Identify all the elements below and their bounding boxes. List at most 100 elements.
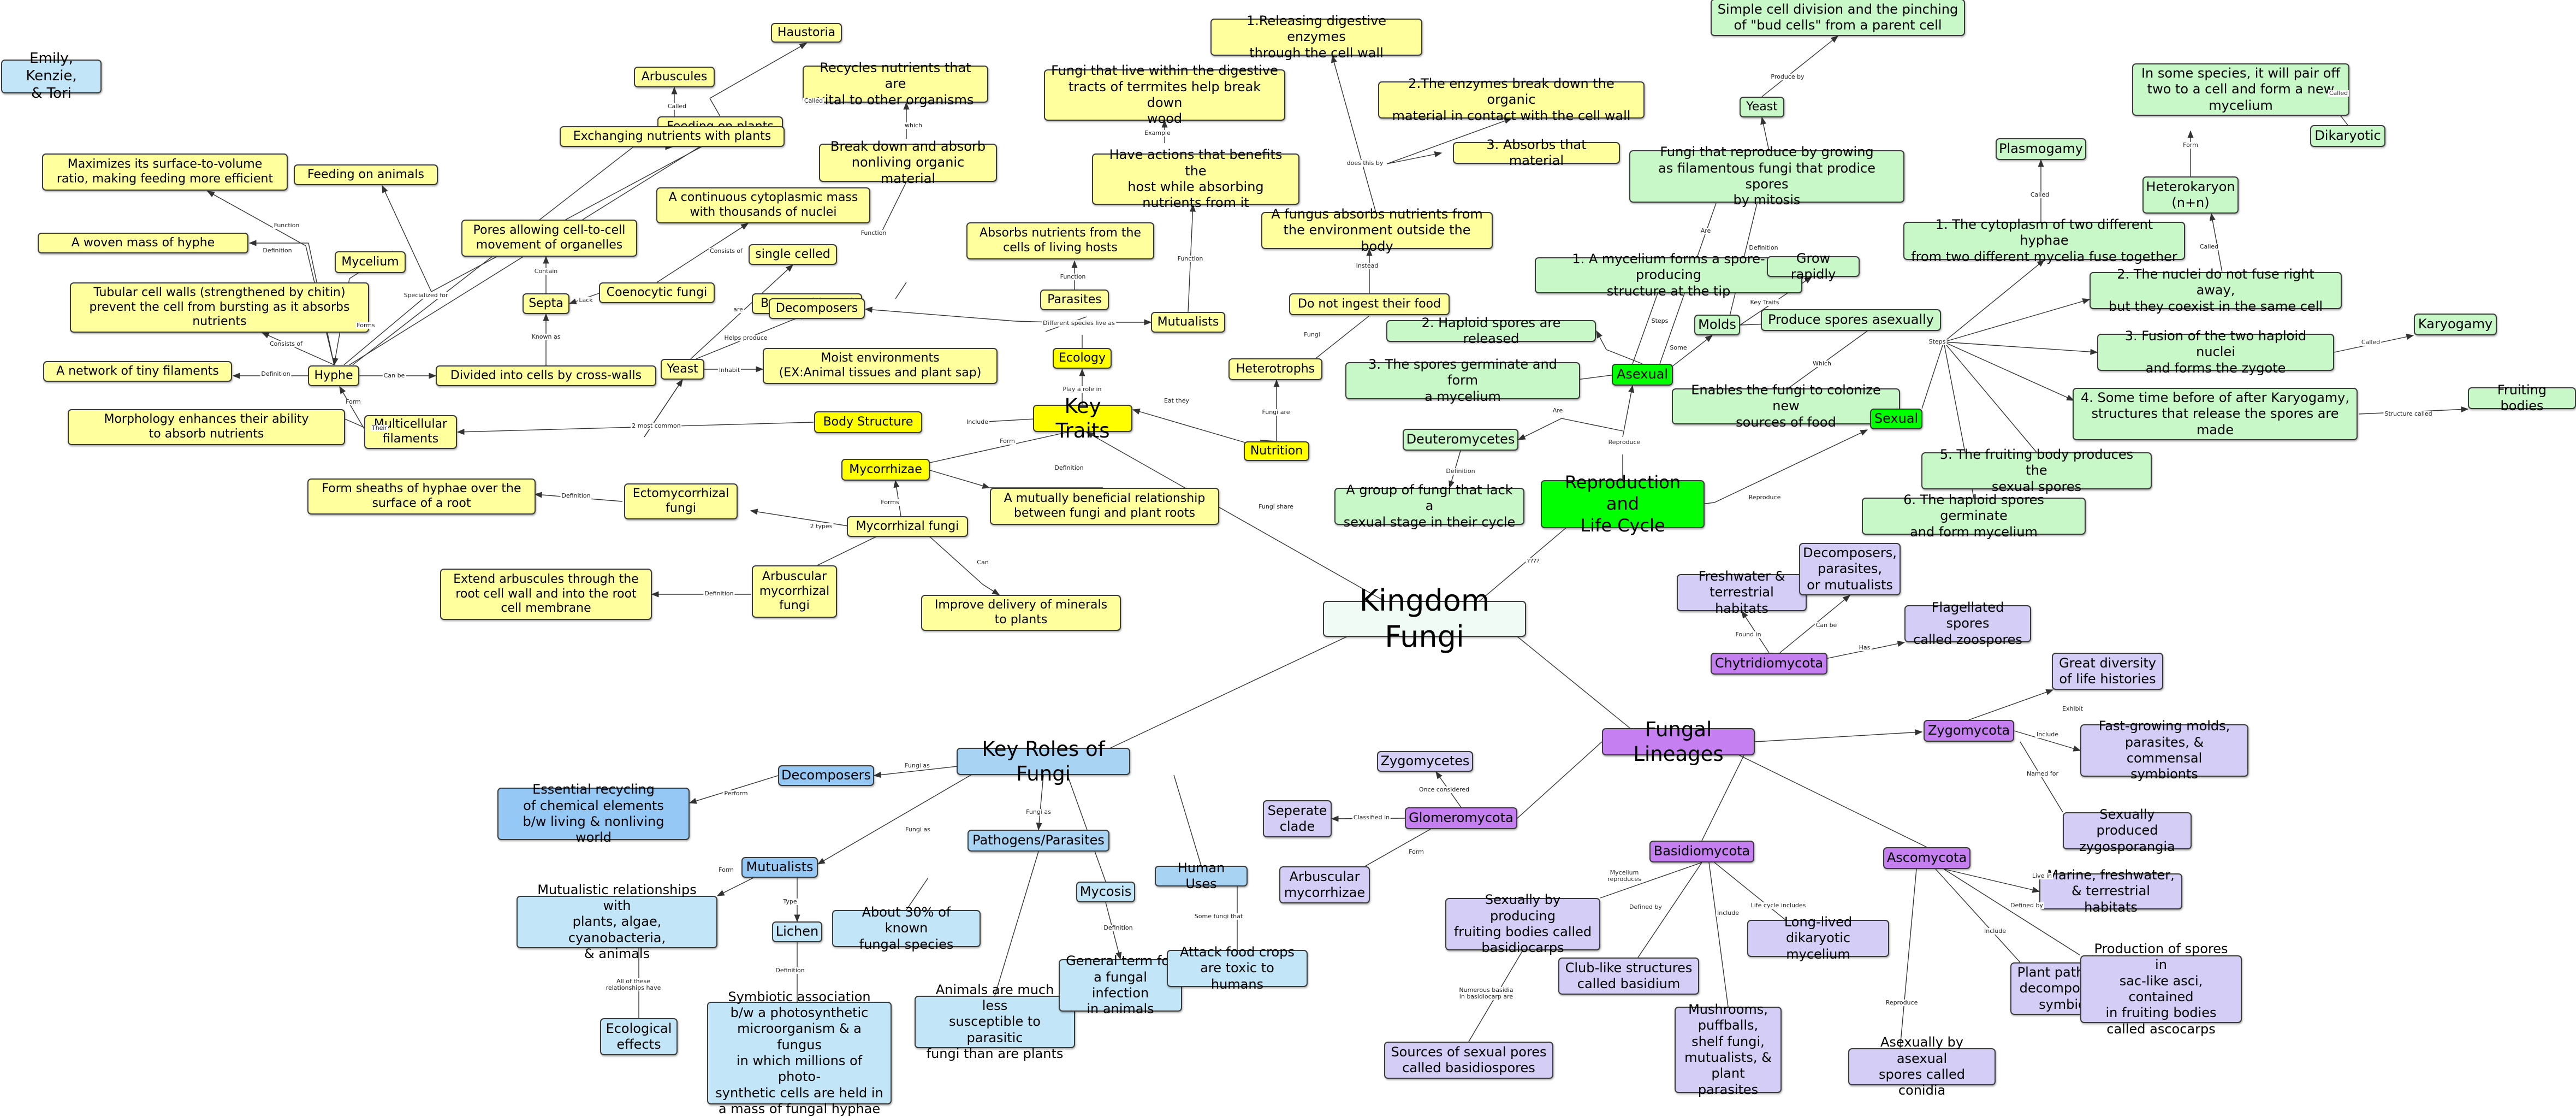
yeast-node: Yeast bbox=[661, 359, 704, 380]
zygomycetes-node: Zygomycetes bbox=[1377, 751, 1473, 772]
edge-label-can: Can bbox=[976, 558, 990, 566]
edge-label-which: which bbox=[903, 121, 924, 129]
edge-label-called: Called bbox=[2029, 191, 2051, 199]
edge-label-definition: Definition bbox=[1102, 924, 1134, 932]
arbuscular-mycorrhizal-node: Arbuscular mycorrhizal fungi bbox=[752, 565, 837, 618]
connector-line bbox=[2014, 730, 2081, 752]
improve-minerals-node: Improve delivery of minerals to plants bbox=[921, 595, 1121, 631]
connector-line bbox=[1517, 741, 1602, 819]
morphology-node: Morphology enhances their ability to abs… bbox=[68, 409, 345, 445]
pores-node: Pores allowing cell-to-cell movement of … bbox=[461, 220, 637, 257]
edge-label-instead: Instead bbox=[1355, 262, 1380, 270]
edge-label-are: Are bbox=[1551, 406, 1564, 415]
mutual-relationship-node: A mutually beneficial relationship betwe… bbox=[990, 488, 1219, 525]
ecological-effects-node: Ecological effects bbox=[600, 1018, 678, 1055]
lichen-node: Lichen bbox=[772, 921, 822, 942]
edge-label-2-types: 2 types bbox=[809, 522, 834, 530]
edge-label-mycelium-reproduces: Mycelium reproduces bbox=[1606, 868, 1642, 883]
edge-label-definition: Definition bbox=[774, 966, 806, 974]
connector-line bbox=[1943, 259, 2045, 342]
connector-line bbox=[1386, 118, 1512, 164]
connector-line bbox=[895, 282, 907, 299]
ascomycota-node: Ascomycota bbox=[1883, 847, 1970, 869]
multicellular-filaments-node: Multicellular filaments bbox=[364, 415, 457, 449]
connector-line bbox=[1173, 775, 1202, 866]
sac-like-asci-node: Production of spores in sac-like asci, c… bbox=[2080, 941, 2242, 1037]
edge-label-forms: Forms bbox=[880, 498, 900, 506]
arbuscular-mycorrhizae-node: Arbuscular mycorrhizae bbox=[1279, 866, 1370, 903]
connector-line bbox=[1067, 775, 1106, 882]
edge-label-consists: Consists of bbox=[268, 340, 304, 348]
connector-line bbox=[880, 181, 907, 235]
filamentous-growth-node: Fungi that reproduce by growing as filam… bbox=[1629, 144, 1904, 208]
recycling-node: Essential recycling of chemical elements… bbox=[497, 782, 690, 845]
septa-node: Septa bbox=[523, 293, 569, 314]
mutualistic-relationships-node: Mutualistic relationships with plants, a… bbox=[517, 882, 717, 961]
connector-line bbox=[688, 775, 779, 804]
absorbs-living-node: Absorbs nutrients from the cells of livi… bbox=[966, 222, 1154, 259]
edge-label-their: Their bbox=[370, 424, 389, 432]
connector-line bbox=[1714, 429, 1868, 503]
connector-line bbox=[339, 386, 366, 432]
pathogens-node: Pathogens/Parasites bbox=[968, 830, 1109, 852]
connector-line bbox=[261, 332, 335, 365]
kingdom-fungi-title: Kingdom Fungi bbox=[1323, 583, 1526, 654]
edge-label-function: Function bbox=[272, 221, 301, 229]
connector-line bbox=[1637, 862, 1702, 958]
releasing-enzymes-node: 1.Releasing digestive enzymes through th… bbox=[1210, 13, 1422, 61]
basidiomycota-node: Basidiomycota bbox=[1649, 841, 1754, 862]
edge-label-reproduce: Reproduce bbox=[1884, 998, 1919, 1007]
edge-label-steps: Steps bbox=[1927, 338, 1947, 346]
connector-line bbox=[893, 480, 901, 517]
edge-label-include: Include bbox=[2035, 730, 2060, 738]
ectomycorrhizal-node: Ectomycorrhizal fungi bbox=[624, 483, 738, 519]
enzymes-break-down-node: 2.The enzymes break down the organic mat… bbox=[1378, 76, 1645, 123]
dikaryotic-node: Dikaryotic bbox=[2310, 125, 2385, 147]
edge-label-specialized: Specialized for bbox=[402, 291, 449, 299]
connector-line bbox=[817, 535, 880, 566]
edge-label-fungi: Fungi bbox=[1303, 330, 1321, 339]
fast-growing-node: Fast-growing molds, parasites, & commens… bbox=[2080, 718, 2248, 782]
freshwater-habitats-node: Freshwater & terrestrial habitats bbox=[1677, 569, 1807, 616]
single-celled-node: single celled bbox=[749, 244, 837, 265]
reproduction-life-cycle-hub: Reproduction and Life Cycle bbox=[1541, 472, 1705, 536]
connector-line bbox=[1386, 151, 1443, 164]
edge-label-consists: Consists of bbox=[708, 247, 744, 255]
plasmogamy-node: Plasmogamy bbox=[1996, 138, 2086, 160]
edge-label-some: Some bbox=[1669, 344, 1688, 352]
connector-line bbox=[928, 469, 990, 489]
connector-line bbox=[1506, 628, 1639, 735]
edge-label-form: Form bbox=[717, 866, 735, 874]
cross-walls-node: Divided into cells by cross-walls bbox=[436, 365, 656, 386]
basidiocarps-node: Sexually by producing fruiting bodies ca… bbox=[1445, 892, 1600, 955]
edge-label-definition: Definition bbox=[260, 370, 292, 378]
key-traits-hub: Key Traits bbox=[1033, 394, 1132, 442]
connector-line bbox=[1943, 341, 2037, 453]
connector-line bbox=[1900, 868, 1917, 1049]
connector-line bbox=[1736, 753, 1927, 848]
connector-line bbox=[431, 137, 721, 292]
mycelium-node: Mycelium bbox=[335, 251, 406, 273]
edge-label-can-be: Can be bbox=[382, 371, 406, 380]
edge-label-produce-by: Produce by bbox=[1770, 73, 1806, 81]
edge-label-life-cycle-includes: Life cycle includes bbox=[1749, 901, 1807, 909]
edge-label-all-relationships: All of these relationships have bbox=[604, 977, 662, 992]
recycles-nutrients-node: Recycles nutrients that are vital to oth… bbox=[803, 60, 988, 108]
edge-label-function: Function bbox=[1059, 273, 1087, 281]
edge-label-found-in: Found in bbox=[1734, 630, 1762, 639]
zygosporangia-node: Sexually produced zygosporangia bbox=[2063, 807, 2192, 854]
edge-label-called: Called bbox=[2328, 89, 2349, 97]
edge-label-definition: Definition bbox=[560, 492, 592, 500]
edge-label-definition: Definition bbox=[703, 589, 735, 598]
edge-label-fungi-share: Fungi share bbox=[1257, 503, 1295, 511]
edge-label-eat-they: Eat they bbox=[1162, 397, 1191, 405]
asexual-step-2-node: 2. Haploid spores are released bbox=[1386, 315, 1596, 346]
connector-line bbox=[1761, 36, 1839, 97]
sexual-step-1-node: 1. The cytoplasm of two different hyphae… bbox=[1903, 217, 2185, 264]
edge-label-include: Include bbox=[1716, 909, 1741, 917]
connector-line bbox=[1517, 418, 1562, 440]
glomeromycota-node: Glomeromycota bbox=[1405, 807, 1517, 829]
karyogamy-node: Karyogamy bbox=[2414, 314, 2497, 335]
connector-line bbox=[1132, 409, 1245, 443]
connector-line bbox=[1760, 116, 1770, 151]
